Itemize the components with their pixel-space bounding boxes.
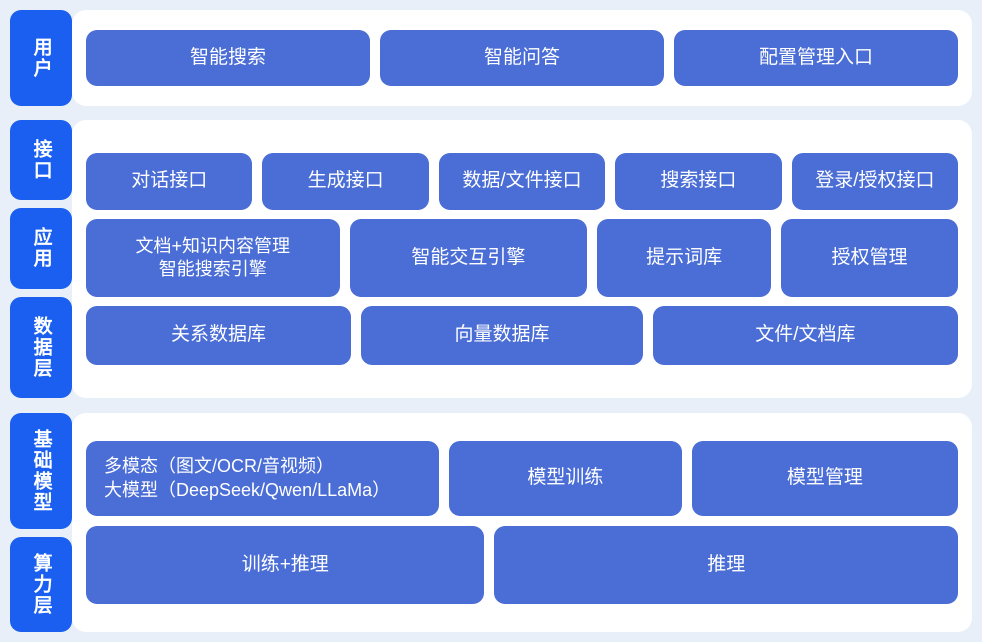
node-dialog-api[interactable]: 对话接口 — [86, 153, 253, 210]
row-model-layer: 多模态（图文/OCR/音视频） 大模型（DeepSeek/Qwen/LLaMa）… — [86, 441, 958, 516]
section-foundation-panel: 多模态（图文/OCR/音视频） 大模型（DeepSeek/Qwen/LLaMa）… — [72, 413, 972, 632]
node-intelligent-search[interactable]: 智能搜索 — [86, 30, 370, 86]
section-core: 接口 应用 数据层 对话接口 生成接口 数据/文件接口 搜索接口 登录/授权接口… — [10, 120, 972, 398]
row-data-layer: 关系数据库 向量数据库 文件/文档库 — [86, 306, 958, 365]
node-intelligent-qa[interactable]: 智能问答 — [380, 30, 664, 86]
layer-label-interface[interactable]: 接口 — [10, 120, 72, 201]
node-config-management-entry[interactable]: 配置管理入口 — [674, 30, 958, 86]
node-search-api[interactable]: 搜索接口 — [615, 153, 782, 210]
node-model-management[interactable]: 模型管理 — [691, 441, 958, 516]
section-core-panel: 对话接口 生成接口 数据/文件接口 搜索接口 登录/授权接口 文档+知识内容管理… — [72, 120, 972, 398]
layer-label-data[interactable]: 数据层 — [10, 296, 72, 398]
section-user-label-rail: 用户 — [10, 10, 72, 106]
node-data-file-api[interactable]: 数据/文件接口 — [438, 153, 606, 210]
node-login-auth-api[interactable]: 登录/授权接口 — [791, 153, 959, 210]
layer-label-application[interactable]: 应用 — [10, 208, 72, 289]
section-foundation-label-rail: 基础模型 算力层 — [10, 413, 72, 632]
layer-label-compute[interactable]: 算力层 — [10, 537, 72, 632]
node-model-training[interactable]: 模型训练 — [448, 441, 682, 516]
section-core-label-rail: 接口 应用 数据层 — [10, 120, 72, 398]
section-user: 用户 智能搜索 智能问答 配置管理入口 — [10, 10, 972, 106]
node-training-inference[interactable]: 训练+推理 — [86, 526, 485, 604]
row-compute-layer: 训练+推理 推理 — [86, 526, 958, 604]
node-vector-database[interactable]: 向量数据库 — [361, 306, 643, 365]
node-doc-knowledge-management[interactable]: 文档+知识内容管理 智能搜索引擎 — [86, 219, 340, 297]
node-generation-api[interactable]: 生成接口 — [262, 153, 429, 210]
node-intelligent-interaction-engine[interactable]: 智能交互引擎 — [349, 219, 588, 297]
node-multimodal-large-model[interactable]: 多模态（图文/OCR/音视频） 大模型（DeepSeek/Qwen/LLaMa） — [86, 441, 439, 516]
node-authorization-management[interactable]: 授权管理 — [780, 219, 958, 297]
row-user-entries: 智能搜索 智能问答 配置管理入口 — [86, 30, 958, 86]
section-user-panel: 智能搜索 智能问答 配置管理入口 — [72, 10, 972, 106]
node-prompt-library[interactable]: 提示词库 — [597, 219, 771, 297]
row-application-layer: 文档+知识内容管理 智能搜索引擎 智能交互引擎 提示词库 授权管理 — [86, 219, 958, 297]
section-foundation: 基础模型 算力层 多模态（图文/OCR/音视频） 大模型（DeepSeek/Qw… — [10, 413, 972, 632]
node-inference[interactable]: 推理 — [494, 526, 958, 604]
row-interface-layer: 对话接口 生成接口 数据/文件接口 搜索接口 登录/授权接口 — [86, 153, 959, 210]
node-relational-database[interactable]: 关系数据库 — [86, 306, 352, 365]
layer-label-user[interactable]: 用户 — [10, 10, 72, 106]
node-file-document-store[interactable]: 文件/文档库 — [652, 306, 958, 365]
layer-label-foundation-model[interactable]: 基础模型 — [10, 413, 72, 529]
